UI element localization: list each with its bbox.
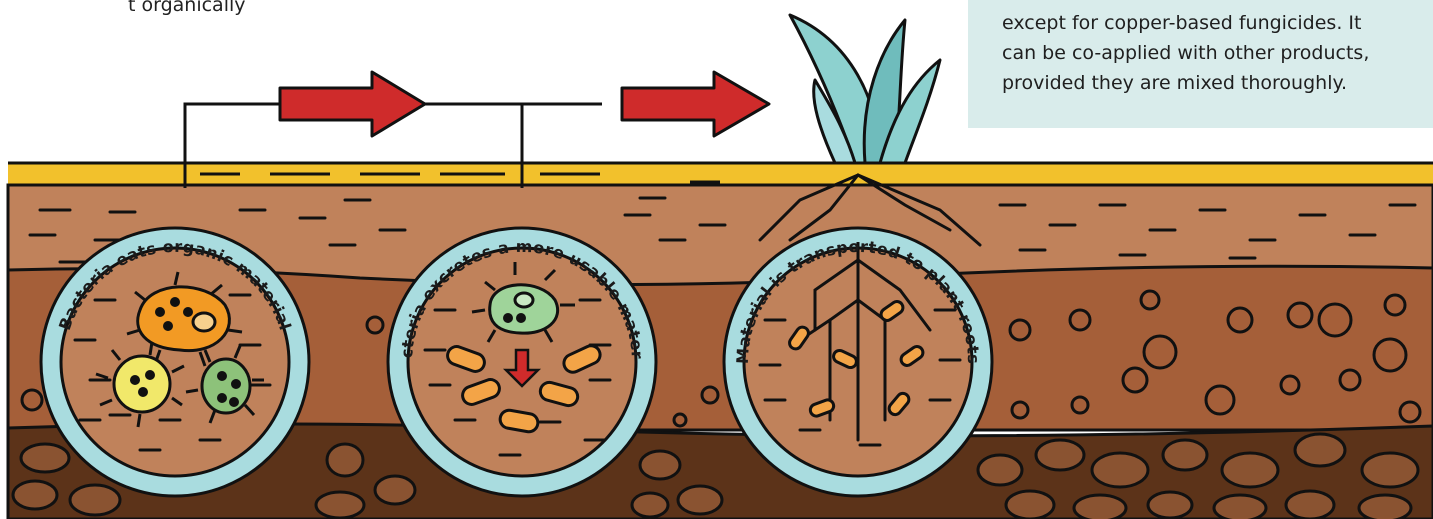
stage-circle-1: Bacteria eats organic material: [41, 228, 309, 496]
arrow-icon-2: [622, 72, 769, 136]
arrow-icon-1: [280, 72, 425, 136]
stage-circle-3: Material is transported to plant roots: [724, 228, 992, 496]
grass-plant-icon: [790, 15, 940, 163]
